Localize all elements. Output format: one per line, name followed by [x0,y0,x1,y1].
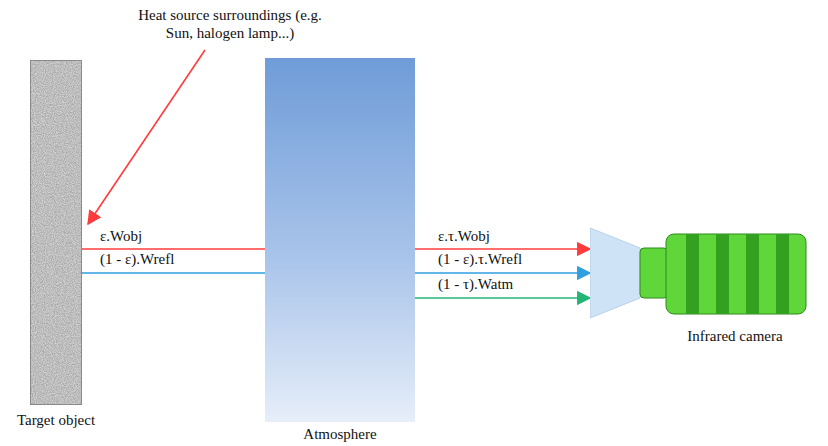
incident-ray [88,50,205,224]
source-label: Heat source surroundings (e.g. Sun, halo… [130,6,330,42]
node-label: Atmosphere [265,426,415,443]
edge-label: ε.τ.Wobj [438,228,490,245]
target-node: Target object [30,60,82,405]
target-shape [30,60,82,405]
flux-label: (1 - ε).Wrefl [100,251,174,268]
flux-label: ε.Wobj [100,228,142,245]
edge-label: (1 - ε).τ.Wrefl [438,251,522,268]
camera-node: Infrared camera [590,226,812,320]
node-label: Target object [4,412,108,429]
node-label: Infrared camera [660,328,810,345]
edge-label: (1 - τ).Watm [438,276,513,293]
camera-shape [590,226,812,320]
atmos-node: Atmosphere [265,58,415,422]
atmos-shape [265,58,415,422]
